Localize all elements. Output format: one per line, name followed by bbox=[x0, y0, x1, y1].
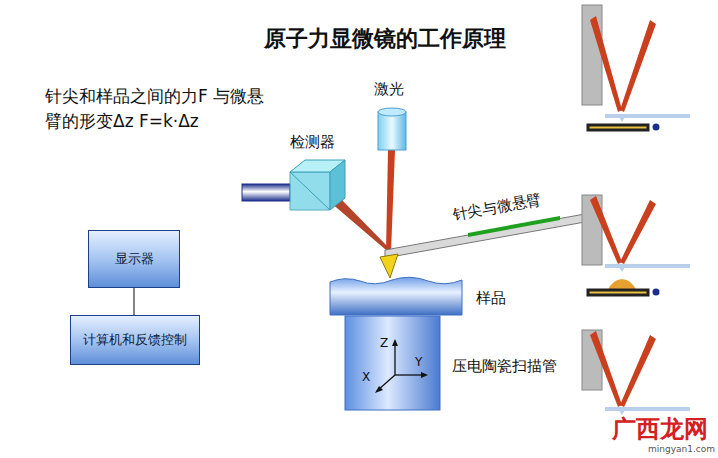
laser-source bbox=[378, 108, 406, 150]
part-label: 检测器 bbox=[290, 133, 335, 151]
reflected-beam bbox=[330, 196, 391, 250]
detector bbox=[242, 160, 345, 210]
diagram-title: 原子力显微镜的工作原理 bbox=[0, 24, 718, 54]
scan-panels bbox=[582, 5, 690, 415]
watermark: mingyan1.com bbox=[648, 444, 715, 455]
process-box: 计算机和反馈控制 bbox=[70, 315, 200, 365]
axis-label: X bbox=[362, 370, 370, 384]
formula-note: 针尖和样品之间的力F 与微悬臂的形变Δz F=k·Δz bbox=[45, 84, 277, 133]
box-label: 计算机和反馈控制 bbox=[83, 331, 187, 349]
part-label: 针尖与微悬臂 bbox=[451, 190, 543, 223]
connector-line bbox=[133, 288, 134, 315]
box-label: 显示器 bbox=[115, 250, 154, 268]
part-label: 压电陶瓷扫描管 bbox=[452, 357, 557, 375]
sample bbox=[330, 277, 462, 315]
axis-label: Z bbox=[380, 336, 388, 350]
cantilever-tip bbox=[380, 214, 585, 278]
process-box: 显示器 bbox=[88, 230, 180, 288]
watermark: 广西龙网 bbox=[612, 415, 708, 444]
axis-label: Y bbox=[415, 355, 422, 369]
piezo-scan-tube bbox=[345, 316, 440, 410]
part-label: 样品 bbox=[476, 289, 506, 307]
part-label: 激光 bbox=[374, 80, 404, 98]
laser-beam bbox=[386, 150, 395, 252]
